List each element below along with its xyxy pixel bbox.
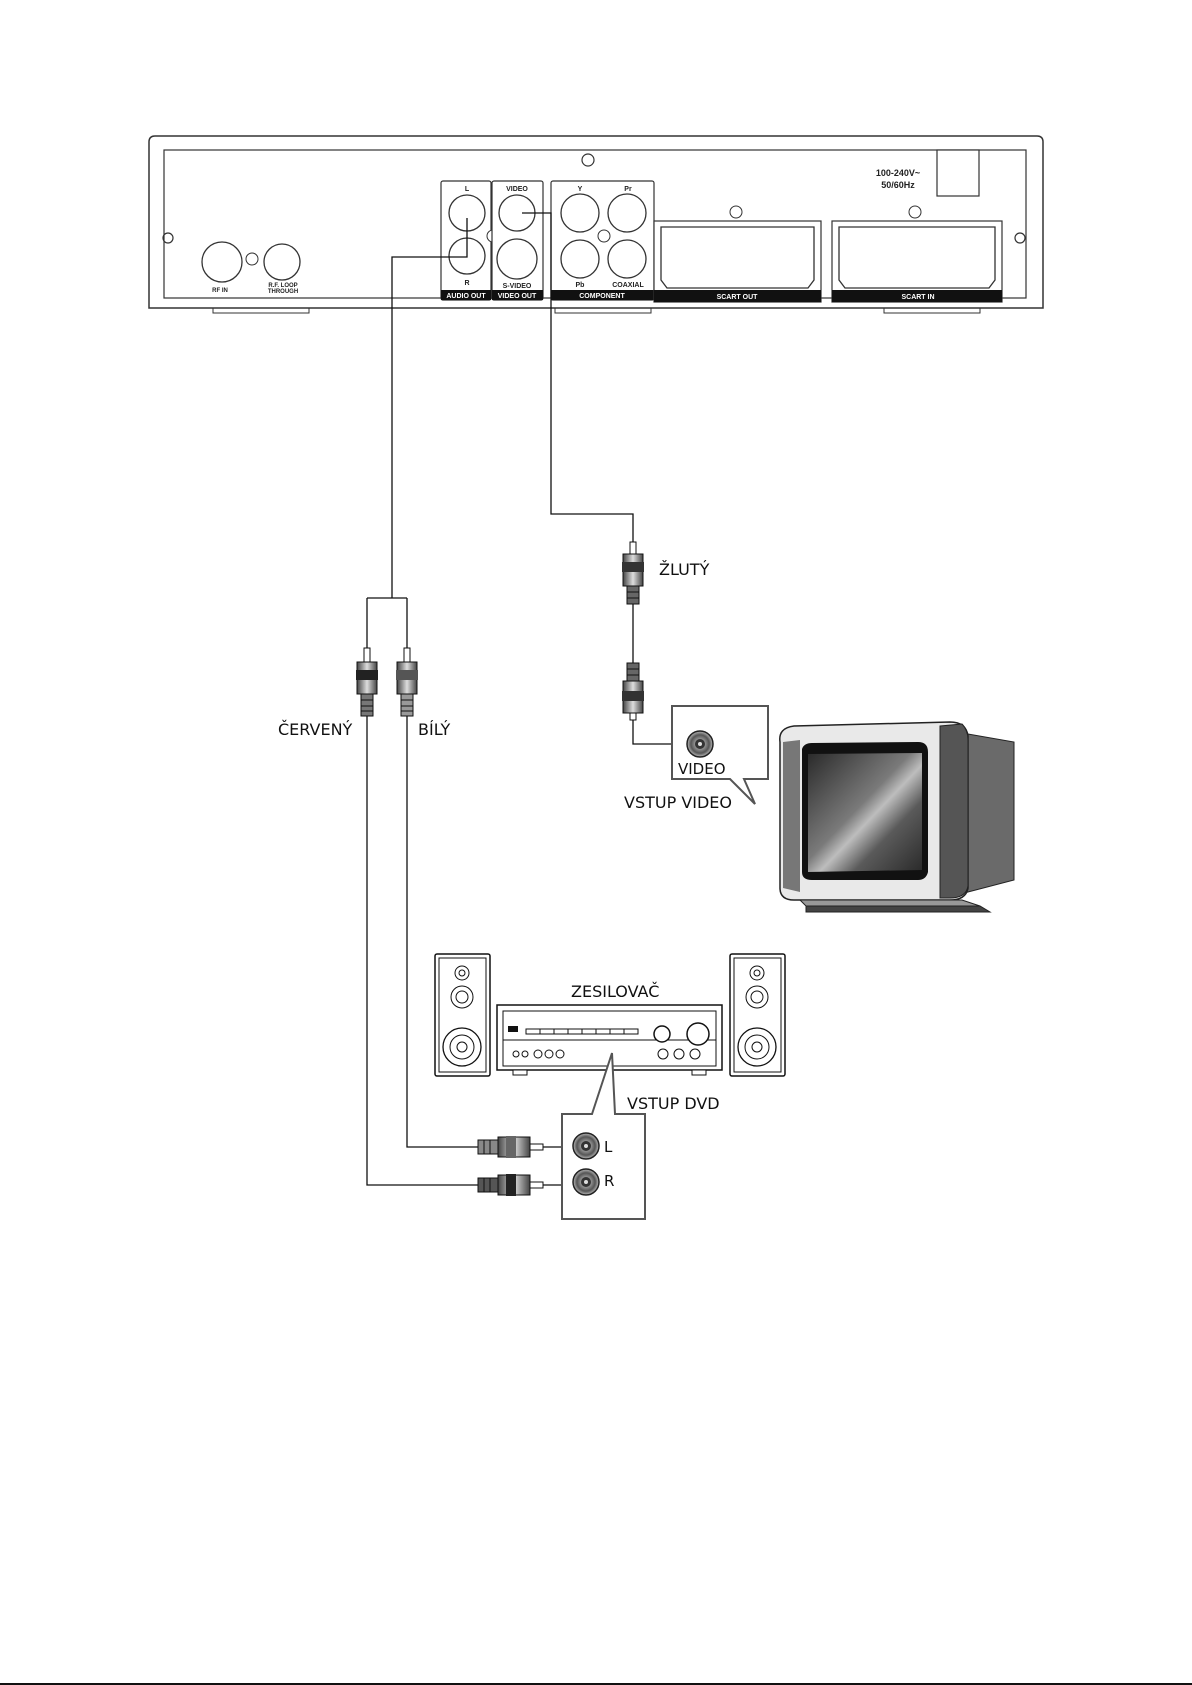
left-speaker [435,954,490,1076]
tv-video-jack-label: VIDEO [678,760,726,778]
dvd-player-rear-panel: 100-240V~ 50/60Hz RF IN R.F. LOOP THROUG… [149,136,1043,313]
amplifier-input-label: VSTUP DVD [627,1094,720,1113]
rf-in-label: RF IN [212,288,228,294]
power-rating-line1: 100-240V~ [876,168,920,178]
component-pr-jack [608,194,646,232]
red-cable-label: ČERVENÝ [278,720,353,739]
amplifier-title: ZESILOVAČ [571,982,659,1001]
svideo-out-jack [497,239,537,279]
white-rca-plug [396,648,418,716]
video-out-svideo-label: S-VIDEO [503,283,532,290]
component-pb-jack [561,240,599,278]
component-y-jack [561,194,599,232]
rf-in-connector [202,242,242,282]
yellow-rca-plug-bottom [622,663,644,720]
amplifier-dvd-input-callout: L R [562,1053,645,1219]
component-pb-label: Pb [576,282,585,289]
audio-out-label: AUDIO OUT [446,293,486,300]
rf-loop-label-line2: THROUGH [268,289,298,295]
white-rca-plug-amp [478,1136,543,1158]
power-rating-line2: 50/60Hz [881,180,915,190]
component-y-label: Y [578,186,583,193]
red-rca-plug-amp [478,1174,543,1196]
component-pr-label: Pr [624,186,632,193]
audio-out-right-label: R [464,280,469,287]
white-cable-label: BÍLÝ [418,720,450,739]
amplifier-right-label: R [604,1172,614,1190]
scart-in-label: SCART IN [901,294,934,301]
video-out-label: VIDEO OUT [498,293,537,300]
red-rca-plug [356,648,378,716]
audio-out-group: L R AUDIO OUT [441,181,491,300]
rf-loop-connector [264,244,300,280]
amplifier-left-label: L [604,1138,613,1156]
component-label: COMPONENT [579,293,625,300]
video-out-video-label: VIDEO [506,186,528,193]
coaxial-label: COAXIAL [612,282,644,289]
tv-input-label: VSTUP VIDEO [624,793,732,812]
yellow-rca-plug-top [622,542,644,604]
video-out-group: VIDEO S-VIDEO VIDEO OUT [492,181,543,300]
component-group: Y Pr Pb COAXIAL COMPONENT [551,181,654,300]
right-speaker [730,954,785,1076]
coaxial-jack [608,240,646,278]
yellow-cable-label: ŽLUTÝ [659,560,710,579]
scart-out-label: SCART OUT [717,294,759,301]
tv-video-input-callout: VIDEO [672,706,768,804]
power-socket [937,150,979,196]
audio-out-left-label: L [465,186,470,193]
television-illustration [780,722,1014,912]
